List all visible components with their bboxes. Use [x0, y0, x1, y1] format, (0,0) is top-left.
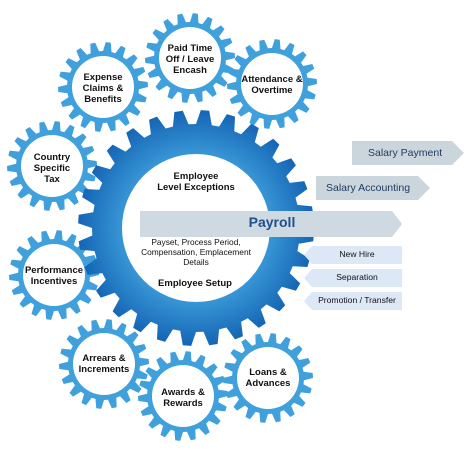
gear-country-tax-hub	[21, 135, 83, 197]
gear-paid-time-off-hub	[159, 27, 221, 89]
gear-attendance	[227, 39, 317, 129]
gear-label-awards: Awards & Rewards	[161, 387, 205, 409]
salary-payment-arrow	[352, 141, 464, 165]
payroll-bar	[140, 211, 402, 237]
gear-label-attendance: Attendance & Overtime	[241, 74, 303, 96]
separation-label: Separation	[336, 272, 378, 282]
gear-performance	[9, 230, 99, 320]
gear-loans	[223, 333, 313, 423]
promotion-transfer-label: Promotion / Transfer	[318, 295, 396, 305]
gear-country-tax	[7, 121, 97, 211]
gear-label-country-tax: Country Specific Tax	[33, 152, 71, 185]
gear-paid-time-off	[145, 13, 235, 103]
gear-label-expense-claims: Expense Claims & Benefits	[82, 72, 124, 105]
salary-accounting-label: Salary Accounting	[326, 182, 411, 194]
salary-accounting-arrow	[316, 176, 430, 200]
gear-awards	[138, 351, 228, 441]
employee-level-exceptions-label: Employee Level Exceptions	[157, 171, 235, 193]
gear-label-paid-time-off: Paid Time Off / Leave Encash	[165, 43, 215, 76]
gear-label-arrears: Arrears & Increments	[78, 353, 130, 375]
gear-expense-claims	[58, 42, 148, 132]
salary-payment-label: Salary Payment	[368, 147, 443, 159]
new-hire-box	[304, 246, 402, 264]
gear-attendance-hub	[241, 53, 303, 115]
gear-label-loans: Loans & Advances	[245, 367, 291, 389]
gear-performance-hub	[23, 244, 85, 306]
gear-label-performance: Performance Incentives	[24, 265, 84, 287]
employee-setup-details: Payset, Process Period, Compensation, Em…	[141, 237, 251, 267]
employee-setup-label: Employee Setup	[158, 278, 232, 289]
gear-awards-hub	[152, 365, 214, 427]
gear-arrears-hub	[73, 333, 135, 395]
payroll-label: Payroll	[248, 214, 296, 230]
promotion-transfer-box	[304, 292, 402, 310]
gear-expense-claims-hub	[72, 56, 134, 118]
gear-arrears	[59, 319, 149, 409]
separation-box	[304, 269, 402, 287]
new-hire-label: New Hire	[339, 249, 375, 259]
gear-loans-hub	[237, 347, 299, 409]
